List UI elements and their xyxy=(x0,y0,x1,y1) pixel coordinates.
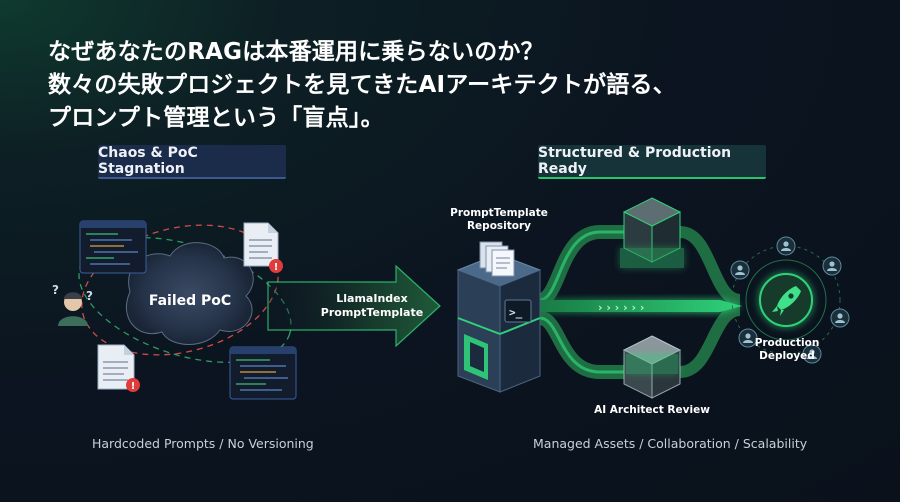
code-window-icon xyxy=(79,220,147,274)
folder-stack-icon xyxy=(479,241,515,277)
user-icon xyxy=(822,256,842,276)
page-title: なぜあなたのRAGは本番運用に乗らないのか？ 数々の失敗プロジェクトを見てきたA… xyxy=(48,36,676,135)
alert-icon: ! xyxy=(126,378,140,392)
left-caption: Hardcoded Prompts / No Versioning xyxy=(92,436,314,451)
review-label: AI Architect Review xyxy=(594,404,710,416)
svg-text:!: ! xyxy=(131,381,136,392)
arrow-label-line-2: PromptTemplate xyxy=(321,306,423,319)
question-mark-icon: ? xyxy=(52,283,59,297)
flow-chevrons: › › › › › › xyxy=(598,301,644,314)
document-icon xyxy=(243,222,279,267)
repository-label-line-2: Repository xyxy=(467,220,531,232)
cube-icon xyxy=(622,335,682,399)
user-icon xyxy=(830,308,850,328)
document-icon xyxy=(97,344,135,390)
chaos-header-badge: Chaos & PoC Stagnation xyxy=(98,145,286,179)
pipe-main xyxy=(540,300,742,312)
user-icon xyxy=(738,328,758,348)
svg-text:!: ! xyxy=(274,262,279,273)
terminal-icon: >_ xyxy=(504,299,532,323)
transform-arrow: LlamaIndex PromptTemplate xyxy=(267,264,441,348)
user-ring xyxy=(730,236,850,364)
pipe-lower-merge xyxy=(679,304,742,378)
title-line-2: 数々の失敗プロジェクトを見てきたAIアーキテクトが語る、 xyxy=(48,72,676,98)
title-line-1: なぜあなたのRAGは本番運用に乗らないのか？ xyxy=(48,39,544,65)
code-window-icon xyxy=(229,346,297,400)
user-icon xyxy=(730,260,750,280)
chaos-zone: Failed PoC xyxy=(52,220,297,400)
pipeline-zone: › › › › › › AI Architect Review xyxy=(450,197,850,416)
failed-poc-cloud xyxy=(125,242,254,345)
arrow-label-line-1: LlamaIndex xyxy=(336,292,407,305)
svg-text:>_: >_ xyxy=(509,306,523,319)
production-header-badge: Structured & Production Ready xyxy=(538,145,766,179)
pipe-upper-merge xyxy=(679,226,742,306)
user-icon xyxy=(776,236,796,256)
confused-user-icon xyxy=(58,292,88,326)
alert-icon: ! xyxy=(269,259,283,273)
user-icon xyxy=(802,344,822,364)
cube-icon xyxy=(620,197,684,268)
repository-label-line-1: PromptTemplate xyxy=(450,207,548,219)
title-line-3: プロンプト管理という「盲点」。 xyxy=(48,105,384,131)
deployed-label-line-1: Production xyxy=(755,337,820,349)
deployed-label-line-2: Deployed xyxy=(759,350,815,362)
rocket-icon xyxy=(772,286,801,316)
right-caption: Managed Assets / Collaboration / Scalabi… xyxy=(533,436,808,451)
failed-poc-label: Failed PoC xyxy=(149,293,231,309)
question-mark-icon: ? xyxy=(86,289,93,303)
